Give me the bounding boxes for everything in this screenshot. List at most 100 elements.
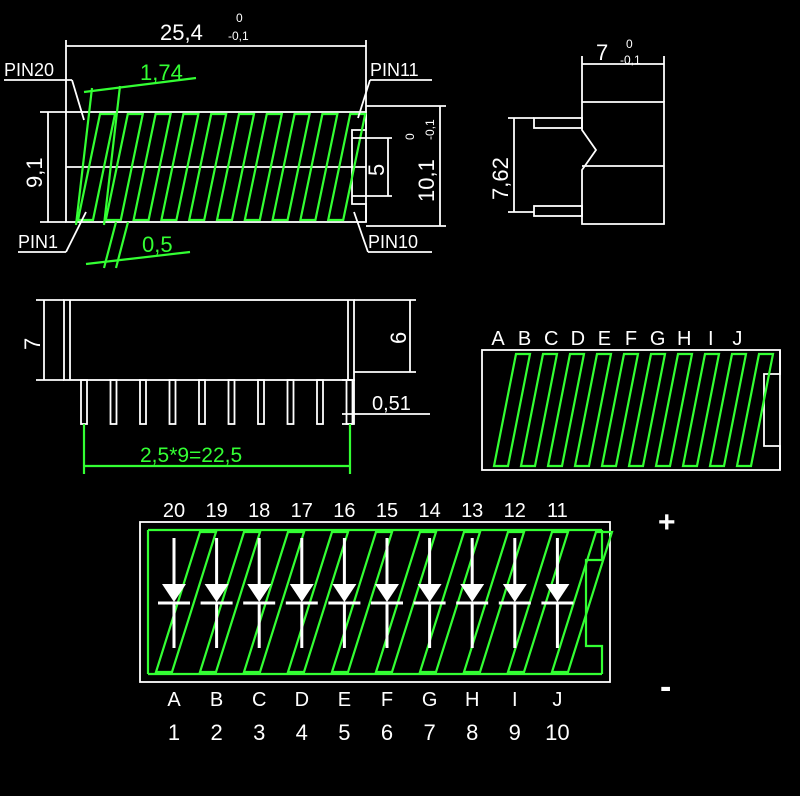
- schematic-letter: J: [552, 689, 562, 711]
- diode-10: [541, 538, 574, 648]
- diode-triangle: [332, 584, 357, 602]
- pitch-dim-line: [83, 76, 197, 94]
- top-segment-5: [187, 112, 228, 222]
- diode-triangle: [204, 584, 229, 602]
- segment-letter: F: [625, 328, 637, 350]
- segment-view-segment-6: [627, 352, 667, 468]
- schematic-letter: E: [338, 689, 351, 711]
- depth-tol-upper: 0: [626, 37, 633, 51]
- width-dim-text: 25,4: [160, 20, 203, 45]
- diode-1: [158, 538, 190, 648]
- diode-6: [371, 538, 403, 648]
- depth-dim-text: 7: [596, 40, 608, 65]
- diode-3: [243, 538, 276, 648]
- diode-triangle: [460, 584, 485, 602]
- segment-view-segment-3: [546, 352, 586, 468]
- diode-8: [456, 538, 489, 648]
- top-segment-10: [326, 112, 367, 222]
- segment-letter: B: [518, 328, 531, 350]
- schematic-letter: I: [512, 689, 518, 711]
- segment-view-segment-9: [708, 352, 748, 468]
- top-segment-7: [243, 112, 284, 222]
- top-segment-8: [271, 112, 311, 222]
- schematic-top-pin: 16: [333, 500, 355, 522]
- top-view-notch: [351, 112, 367, 222]
- pin10-leader: [353, 211, 369, 253]
- top-view: 25,4 0 -0,1 1,74 9,1 0,5 5 10,1 0 -0,1 P…: [4, 11, 446, 269]
- outer-height-tol-upper: 0: [403, 133, 417, 140]
- front-pin-4: [168, 379, 177, 425]
- schematic-top-pin: 13: [461, 500, 483, 522]
- diode-4: [285, 538, 318, 648]
- segment-view-segment-5: [600, 352, 640, 468]
- front-pin-1: [80, 379, 88, 425]
- schematic-letter: A: [167, 689, 181, 711]
- front-pin-2: [109, 379, 118, 425]
- segment-letter: A: [491, 328, 505, 350]
- segment-letter: C: [544, 328, 558, 350]
- pin20-leader: [71, 79, 85, 121]
- schematic-top-pin: 12: [504, 500, 526, 522]
- schematic-segment-7: [418, 530, 482, 674]
- schematic-inner-notch: [584, 530, 604, 674]
- pin-spacing-dim-text: 7,62: [488, 157, 513, 200]
- schematic-top-pin: 11: [547, 500, 568, 522]
- plus-label: +: [658, 506, 676, 539]
- segment-letter: J: [732, 328, 742, 350]
- schematic-top-pin: 17: [291, 500, 313, 522]
- width-tol-upper: 0: [236, 11, 243, 25]
- schematic-bottom-pin: 6: [381, 720, 393, 745]
- outer-height-tol-lower: -0,1: [423, 119, 437, 140]
- schematic-top-pin: 19: [205, 500, 227, 522]
- front-height-right-text: 6: [386, 332, 411, 344]
- pin1-label: PIN1: [18, 232, 58, 252]
- top-segment-3: [132, 112, 172, 222]
- segment-letter: E: [598, 328, 611, 350]
- schematic-segment-3: [242, 530, 306, 674]
- front-pin-6: [227, 379, 236, 425]
- segment-letter: G: [650, 328, 666, 350]
- schematic-top-pin: 20: [163, 500, 185, 522]
- schematic-segment-1: [154, 530, 218, 674]
- pin1-leader: [65, 211, 87, 253]
- schematic-bottom-pin: 5: [338, 720, 350, 745]
- diode-triangle: [289, 584, 314, 602]
- schematic-letter: B: [210, 689, 223, 711]
- schematic-segment-8: [462, 530, 526, 674]
- schematic-segment-5: [330, 530, 394, 674]
- diode-2: [200, 538, 233, 648]
- schematic-top-pin: 14: [418, 500, 440, 522]
- pin-width-dim-text: 0,51: [372, 393, 411, 415]
- top-view-segments: [76, 112, 367, 222]
- pin11-label: PIN11: [370, 60, 419, 80]
- pin10-label: PIN10: [368, 232, 418, 252]
- segment-letter: I: [708, 328, 714, 350]
- front-pin-7: [257, 379, 265, 425]
- schematic-bottom-pin: 4: [296, 720, 308, 745]
- segment-letter: D: [571, 328, 585, 350]
- diode-7: [413, 538, 446, 648]
- gap-dim-text: 0,5: [142, 232, 173, 257]
- diode-triangle: [247, 584, 272, 602]
- front-pin-3: [139, 379, 147, 425]
- outer-height-dim-text: 10,1: [414, 159, 439, 202]
- schematic-letter: C: [252, 689, 266, 711]
- schematic-bottom-pin: 2: [210, 720, 222, 745]
- schematic-bottom-pin: 3: [253, 720, 265, 745]
- diode-triangle: [545, 584, 570, 602]
- schematic-segment-10: [550, 530, 614, 674]
- diode-9: [498, 538, 531, 648]
- front-pin-8: [286, 379, 295, 425]
- diode-triangle: [417, 584, 442, 602]
- pitch-dim-text: 1,74: [140, 60, 183, 85]
- schematic-body: [139, 521, 611, 683]
- top-segment-2: [104, 112, 145, 222]
- front-height-left-text: 7: [20, 338, 45, 350]
- schematic-bottom-pin: 10: [545, 720, 569, 745]
- top-segment-4: [160, 112, 200, 222]
- schematic-bottom-pin: 8: [466, 720, 478, 745]
- top-segment-9: [299, 112, 339, 222]
